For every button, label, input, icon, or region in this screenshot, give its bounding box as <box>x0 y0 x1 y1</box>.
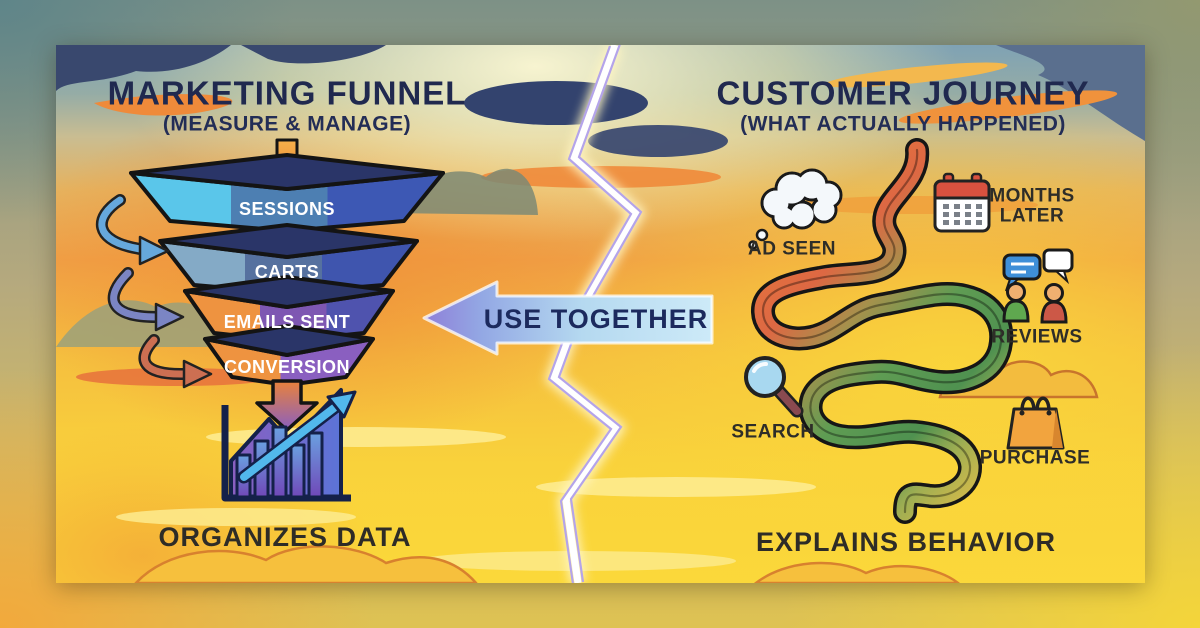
journey-path <box>751 138 1014 524</box>
left-title: MARKETING FUNNEL <box>108 75 467 112</box>
curved-arrow-icon <box>107 267 185 332</box>
calendar-icon <box>933 172 991 233</box>
step-label-purchase: PURCHASE <box>980 448 1091 469</box>
stage-label-conversion: CONVERSION <box>224 357 350 377</box>
step-label-search: SEARCH <box>731 422 814 443</box>
step-label-months: MONTHS <box>989 186 1074 207</box>
stage-label-emails-sent: EMAILS SENT <box>224 312 351 332</box>
funnel-stage-emails-sent <box>183 275 395 343</box>
step-label-ad-seen: AD SEEN <box>748 239 836 260</box>
right-caption: EXPLAINS BEHAVIOR <box>756 527 1056 557</box>
curved-arrow-icon <box>95 194 170 266</box>
use-together-arrow: USE TOGETHER <box>422 280 714 356</box>
lightning-divider-icon <box>544 45 647 583</box>
stage-label-sessions: SESSIONS <box>239 199 335 219</box>
funnel-stage-carts <box>158 223 419 295</box>
step-label-reviews: REVIEWS <box>991 327 1082 348</box>
left-subtitle: (MEASURE & MANAGE) <box>163 113 411 136</box>
step-label-later: LATER <box>1000 206 1064 227</box>
right-title: CUSTOMER JOURNEY <box>717 75 1090 112</box>
shopping-bag-icon <box>1006 396 1065 450</box>
marketing-funnel-illustration: MARKETING FUNNEL (MEASURE & MANAGE) SESS… <box>95 75 467 552</box>
illustration: MARKETING FUNNEL (MEASURE & MANAGE) SESS… <box>56 45 1145 583</box>
magnifying-glass-icon <box>744 356 804 418</box>
right-subtitle: (WHAT ACTUALLY HAPPENED) <box>740 113 1066 136</box>
left-caption: ORGANIZES DATA <box>159 522 412 552</box>
funnel-stage-sessions <box>129 153 445 233</box>
funnel-exit-arrow-icon <box>255 379 319 432</box>
sky-clouds <box>56 45 1145 583</box>
artwork-panel: MARKETING FUNNEL (MEASURE & MANAGE) SESS… <box>56 45 1145 583</box>
bar-chart-icon <box>221 388 357 502</box>
use-together-label: USE TOGETHER <box>484 304 709 334</box>
stage-label-carts: CARTS <box>255 262 320 282</box>
thought-bubble-icon <box>748 168 843 250</box>
curved-arrow-icon <box>138 334 213 389</box>
customer-journey-illustration: AD SEEN MONTHS LATER <box>717 75 1091 558</box>
people-chat-icon <box>1002 248 1074 324</box>
funnel-stage-conversion <box>203 324 375 387</box>
